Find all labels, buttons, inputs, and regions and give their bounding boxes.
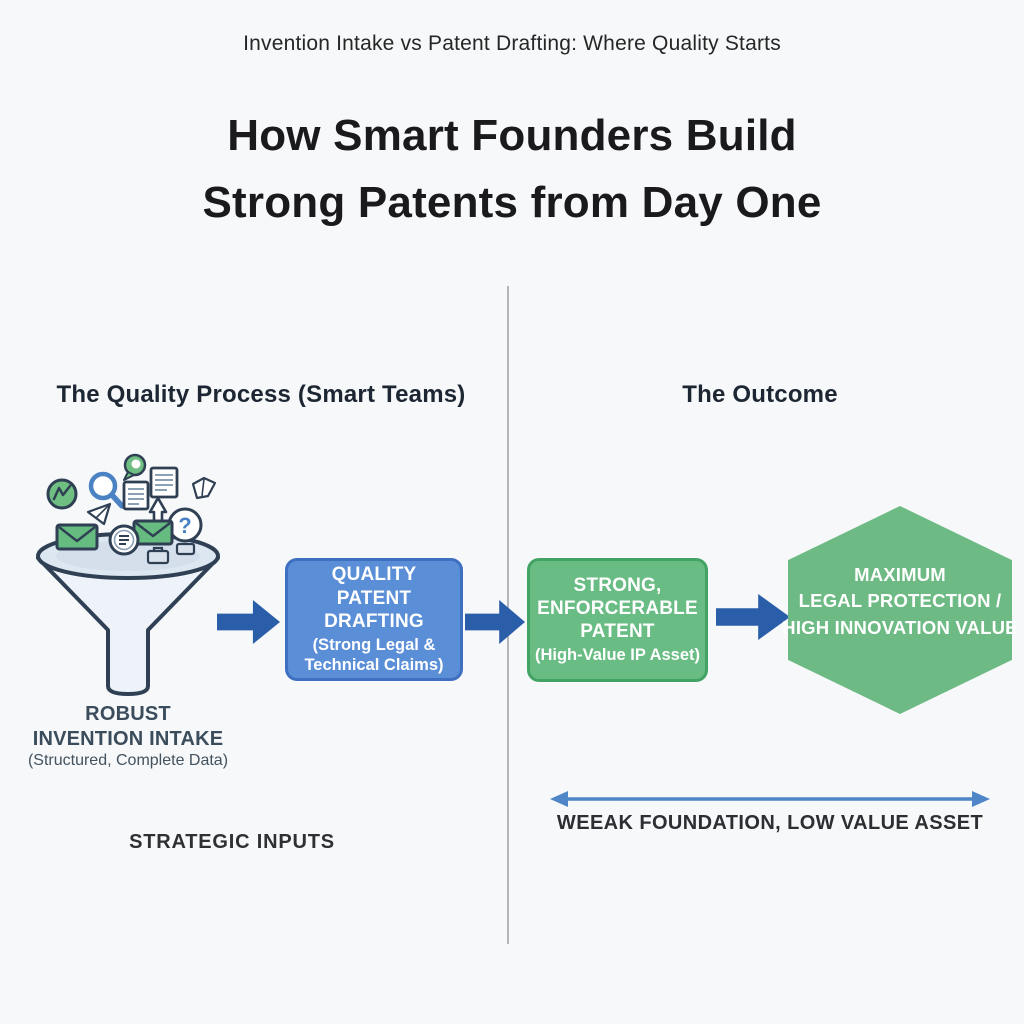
briefcase-icon (146, 546, 170, 565)
quality-patent-drafting-box: QUALITY PATENT DRAFTING (Strong Legal & … (285, 558, 463, 681)
page-subtitle: Invention Intake vs Patent Drafting: Whe… (243, 32, 781, 55)
right-section-header: The Outcome (682, 381, 838, 408)
strong-patent-box: STRONG, ENFORCERABLE PATENT (High-Value … (527, 558, 708, 682)
drafting-box-subtitle: (Strong Legal & Technical Claims) (304, 635, 444, 674)
funnel-icon (36, 532, 220, 696)
chart-circle-icon (46, 478, 78, 510)
speech-bubble-icon (123, 453, 147, 481)
page-title: How Smart Founders Build Strong Patents … (202, 111, 822, 227)
double-arrow-icon (550, 791, 990, 807)
left-section-header: The Quality Process (Smart Teams) (56, 381, 466, 408)
paper-plane-icon (86, 502, 112, 526)
patent-box-subtitle: (High-Value IP Asset) (534, 646, 701, 665)
document-icon (122, 480, 150, 511)
strategic-inputs-caption: STRATEGIC INPUTS (129, 831, 335, 853)
outcome-hexagon-text: MAXIMUM LEGAL PROTECTION / HIGH INNOVATI… (782, 564, 1018, 638)
envelope-icon (55, 523, 99, 551)
document-icon (149, 466, 179, 499)
svg-text:?: ? (178, 513, 191, 538)
intake-label: ROBUST INVENTION INTAKE (32, 703, 224, 750)
weak-foundation-label: WEEAK FOUNDATION, LOW VALUE ASSET (556, 812, 984, 834)
envelope-icon (132, 519, 174, 546)
intake-sublabel: (Structured, Complete Data) (27, 752, 229, 769)
up-arrow-icon (148, 496, 168, 524)
patent-box-title: STRONG, ENFORCERABLE PATENT (537, 574, 698, 643)
flow-arrow-icon (465, 600, 525, 644)
badge-document-icon (108, 524, 140, 556)
invention-intake-funnel-illustration: ? (36, 453, 220, 696)
folded-map-icon (191, 476, 217, 500)
magnifier-icon (88, 471, 125, 509)
drafting-box-title: QUALITY PATENT DRAFTING (324, 564, 424, 632)
